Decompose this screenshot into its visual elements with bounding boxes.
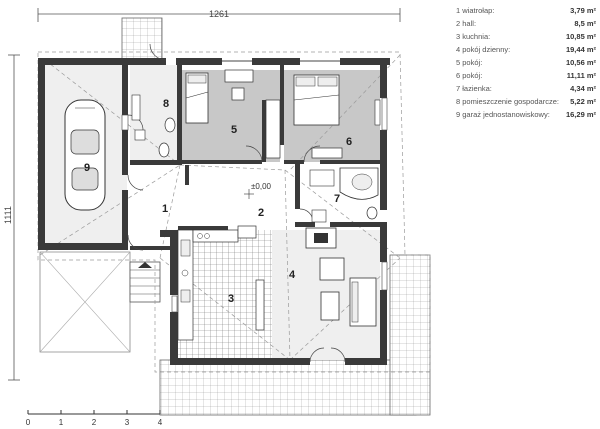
desk-icon xyxy=(224,69,254,83)
legend-name: łazienka: xyxy=(462,84,492,93)
legend-number: 2 xyxy=(456,19,461,28)
legend-name: pokój: xyxy=(462,58,483,67)
room-label-8: 8 xyxy=(163,98,169,110)
chair-icon xyxy=(231,87,245,101)
legend-number: 3 xyxy=(456,32,461,41)
room-label-7: 7 xyxy=(334,193,340,205)
bathtub-icon xyxy=(339,167,379,200)
fireplace-icon xyxy=(305,227,337,249)
entrance-steps xyxy=(129,261,161,303)
room-label-4: 4 xyxy=(289,269,296,281)
wardrobe-icon xyxy=(265,99,281,159)
room-label-1: 1 xyxy=(162,203,168,215)
legend-name: kuchnia: xyxy=(462,32,491,41)
legend-name: wiatrołap: xyxy=(462,6,495,15)
car-icon xyxy=(64,99,106,211)
legend-area: 3,79 m² xyxy=(570,6,596,15)
kitchen-counter xyxy=(177,229,194,341)
doors xyxy=(127,43,346,363)
double-bed-icon xyxy=(293,74,340,126)
room-label-5: 5 xyxy=(231,124,237,136)
legend-name: garaż jednostanowiskowy: xyxy=(462,110,550,119)
legend-number: 9 xyxy=(456,110,461,119)
room-label-6: 6 xyxy=(346,136,352,148)
height-dimension: 1111 xyxy=(3,54,20,381)
windows xyxy=(121,97,388,313)
legend-row: 7 łazienka: 4,34 m² xyxy=(456,82,596,95)
window-icon xyxy=(374,99,381,126)
level-marker-label: ±0,00 xyxy=(251,182,272,191)
room-label-9: 9 xyxy=(84,162,90,174)
legend-area: 11,11 m² xyxy=(566,71,596,80)
legend-row: 6 pokój: 11,11 m² xyxy=(456,69,596,82)
legend-area: 10,85 m² xyxy=(565,32,596,41)
bed-icon xyxy=(185,72,209,124)
legend-name: pokój dzienny: xyxy=(462,45,511,54)
height-dimension-label: 1111 xyxy=(3,206,13,224)
legend-area: 5,22 m² xyxy=(570,97,596,106)
scale-tick-4: 4 xyxy=(158,418,163,427)
width-dimension: 1261 xyxy=(37,8,401,22)
washing-machine-icon xyxy=(311,209,327,223)
bathroom-toilet-icon xyxy=(366,206,378,220)
floor-plan: 1261 1111 xyxy=(3,8,431,427)
legend-number: 8 xyxy=(456,97,461,106)
legend-number: 5 xyxy=(456,58,461,67)
armchair-icon xyxy=(319,257,345,281)
legend-area: 16,29 m² xyxy=(565,110,596,119)
legend-number: 4 xyxy=(456,45,461,54)
legend-name: hall: xyxy=(462,19,477,28)
scale-bar: 0 1 2 3 4 xyxy=(26,410,163,427)
width-dimension-label: 1261 xyxy=(209,9,229,19)
scale-tick-2: 2 xyxy=(92,418,97,427)
legend-area: 4,34 m² xyxy=(570,84,596,93)
boiler-icon xyxy=(131,94,141,121)
scale-tick-1: 1 xyxy=(59,418,64,427)
walls xyxy=(38,58,390,365)
legend-row: 8 pomieszczenie gospodarcze: 5,22 m² xyxy=(456,95,596,108)
legend-row: 3 kuchnia: 10,85 m² xyxy=(456,30,596,43)
toilet-icon xyxy=(158,117,176,158)
legend-row: 4 pokój dzienny: 19,44 m² xyxy=(456,43,596,56)
legend-row: 9 garaż jednostanowiskowy: 16,29 m² xyxy=(456,108,596,121)
legend-name: pokój: xyxy=(462,71,483,80)
legend-area: 19,44 m² xyxy=(565,45,596,54)
level-marker: ±0,00 xyxy=(244,182,272,199)
sofa-icon xyxy=(349,277,377,327)
roof-projection xyxy=(37,51,431,373)
kitchen-top-counter xyxy=(192,229,239,243)
coffee-table-icon xyxy=(320,291,340,321)
scale-tick-3: 3 xyxy=(125,418,130,427)
legend-number: 7 xyxy=(456,84,461,93)
legend-row: 2 hall: 8,5 m² xyxy=(456,17,596,30)
legend-name: pomieszczenie gospodarcze: xyxy=(462,97,559,106)
scale-tick-0: 0 xyxy=(26,418,31,427)
hall-floor xyxy=(188,165,290,230)
dresser-icon xyxy=(311,147,343,159)
washbasin-icon xyxy=(309,169,335,187)
kitchen-island-icon xyxy=(255,279,265,331)
legend-number: 1 xyxy=(456,6,461,15)
terrace xyxy=(159,359,417,416)
room-label-3: 3 xyxy=(228,293,234,305)
entrance-canopy xyxy=(121,17,163,61)
side-terrace xyxy=(389,254,431,416)
room-legend: 1 wiatrołap: 3,79 m² 2 hall: 8,5 m² 3 ku… xyxy=(456,4,596,121)
legend-row: 1 wiatrołap: 3,79 m² xyxy=(456,4,596,17)
legend-area: 10,56 m² xyxy=(565,58,596,67)
legend-area: 8,5 m² xyxy=(574,19,596,28)
stove-icon xyxy=(197,233,210,239)
fridge-icon xyxy=(237,225,257,239)
legend-row: 5 pokój: 10,56 m² xyxy=(456,56,596,69)
room-label-2: 2 xyxy=(258,207,264,219)
sink-icon xyxy=(134,129,146,141)
legend-number: 6 xyxy=(456,71,461,80)
